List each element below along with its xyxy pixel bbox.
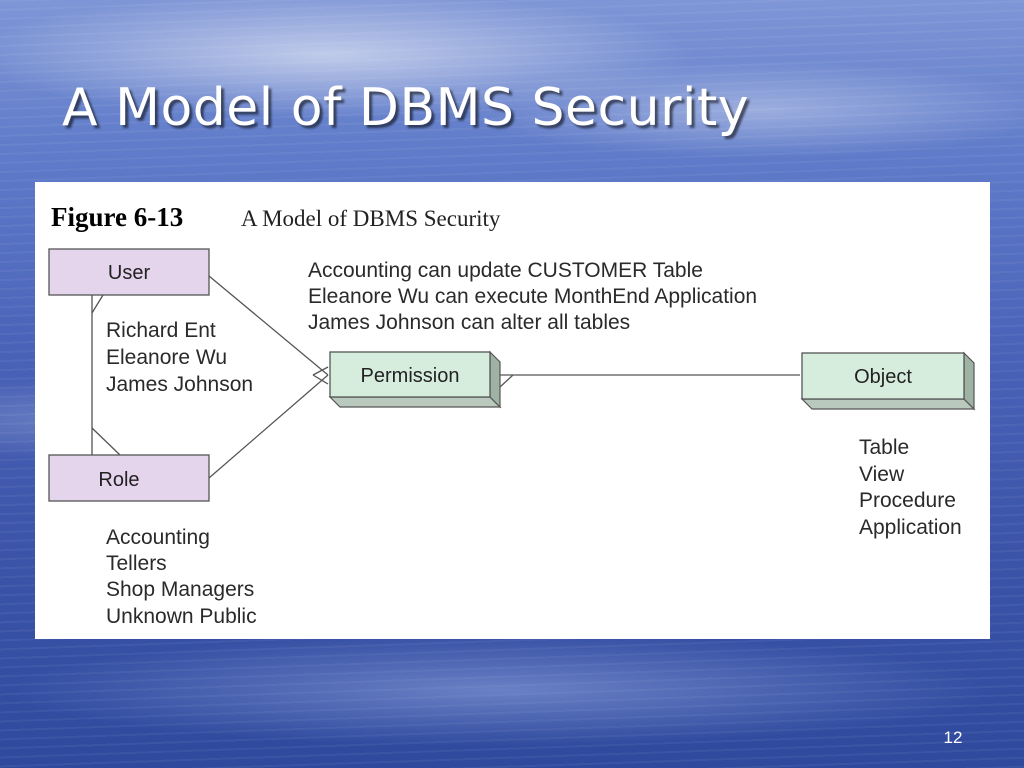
permission-crowfoot-bottom xyxy=(312,374,329,385)
permission-examples: Accounting can update CUSTOMER Table Ele… xyxy=(308,259,757,334)
slide-title: A Model of DBMS Security xyxy=(62,78,750,138)
figure-caption-number: Figure 6-13 xyxy=(51,202,183,232)
user-entity-label: User xyxy=(108,262,151,284)
object-entity: Object xyxy=(800,351,976,411)
role-example: Tellers xyxy=(106,552,167,575)
dbms-security-diagram: Figure 6-13 A Model of DBMS Security Use… xyxy=(48,202,976,628)
role-entity-label: Role xyxy=(98,469,139,491)
role-example: Shop Managers xyxy=(106,578,254,601)
role-crowfoot-line xyxy=(91,427,121,456)
user-permission-line xyxy=(208,275,329,376)
role-example: Accounting xyxy=(106,526,210,549)
figure-panel: Figure 6-13 A Model of DBMS Security Use… xyxy=(35,182,990,639)
permission-example: James Johnson can alter all tables xyxy=(308,311,630,334)
permission-entity: Permission xyxy=(328,350,502,409)
role-permission-line xyxy=(208,374,329,479)
figure-caption-text: A Model of DBMS Security xyxy=(241,206,501,231)
permission-crowfoot-top xyxy=(312,366,329,376)
permission-object-crowfoot xyxy=(499,374,514,388)
permission-example: Eleanore Wu can execute MonthEnd Applica… xyxy=(308,285,757,308)
permission-example: Accounting can update CUSTOMER Table xyxy=(308,259,703,282)
object-examples: Table View Procedure Application xyxy=(859,436,962,539)
role-example: Unknown Public xyxy=(106,605,257,628)
object-example: Table xyxy=(859,436,909,459)
role-examples: Accounting Tellers Shop Managers Unknown… xyxy=(106,526,257,628)
role-entity: Role xyxy=(48,454,210,502)
permission-entity-label: Permission xyxy=(361,365,460,387)
object-example: Application xyxy=(859,516,962,539)
user-example: James Johnson xyxy=(106,373,253,396)
object-entity-label: Object xyxy=(854,366,912,388)
user-examples: Richard Ent Eleanore Wu James Johnson xyxy=(106,319,253,396)
page-number: 12 xyxy=(943,728,963,747)
object-example: Procedure xyxy=(859,489,956,512)
user-entity: User xyxy=(48,248,210,296)
object-example: View xyxy=(859,463,905,486)
user-example: Eleanore Wu xyxy=(106,346,227,369)
user-example: Richard Ent xyxy=(106,319,216,342)
user-crowfoot-line xyxy=(91,294,104,314)
